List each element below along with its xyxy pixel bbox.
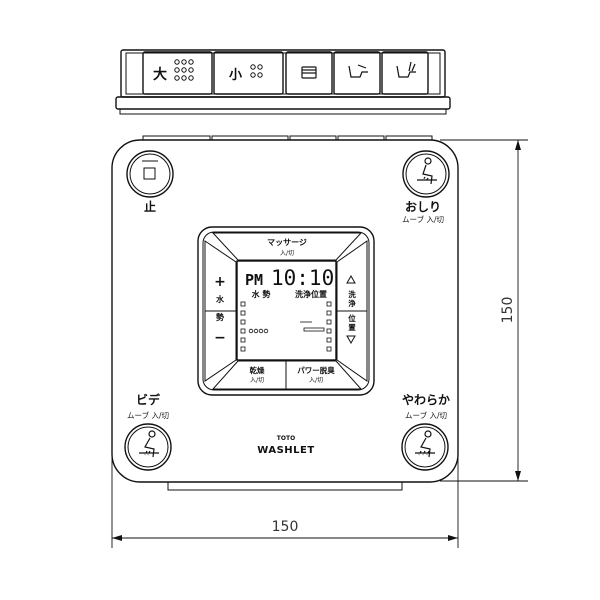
lcd-label-water-pressure: 水 勢	[251, 289, 271, 299]
yawaraka-icon	[415, 430, 435, 458]
brand-logo: TOTO WASHLET	[257, 435, 314, 456]
brand-line2: WASHLET	[257, 445, 314, 456]
full-open-button[interactable]	[381, 51, 429, 95]
control-pad	[197, 226, 375, 396]
lid-button[interactable]	[285, 51, 333, 95]
stop-icon	[142, 160, 158, 180]
power-deodorize-sub-label: 入/切	[309, 377, 323, 384]
triangle-up-icon	[346, 274, 356, 284]
oshiri-icon	[417, 157, 437, 185]
lcd-display: PM 10:10 水 勢 洗浄位置	[236, 260, 337, 361]
lcd-time: 10:10	[271, 266, 334, 290]
oshiri-button[interactable]	[402, 150, 450, 198]
water-pressure-level-indicator	[240, 301, 269, 352]
water-pressure-label2: 勢	[216, 312, 224, 322]
power-deodorize-button[interactable]	[285, 360, 363, 390]
nozzle-position-down-button[interactable]	[336, 310, 368, 382]
flush-large-button[interactable]: 大	[142, 51, 213, 95]
water-pressure-minus-button[interactable]	[204, 310, 237, 382]
dots-2x2-icon	[250, 64, 263, 78]
power-deodorize-label: パワー脱臭	[297, 365, 335, 375]
bidet-sub-label: ムーブ 入/切	[127, 410, 169, 420]
nozzle-label1: 洗	[348, 289, 356, 299]
stop-label: 止	[144, 199, 156, 214]
flush-large-label: 大	[153, 66, 167, 83]
nozzle-position-level-indicator	[300, 301, 332, 352]
bidet-button[interactable]	[124, 423, 172, 471]
remote-body	[111, 135, 459, 491]
yawaraka-label: やわらか	[402, 393, 450, 407]
width-dimension	[111, 455, 459, 548]
triangle-down-icon	[346, 335, 356, 345]
lcd-ampm: PM	[245, 271, 263, 289]
bidet-icon	[139, 430, 159, 458]
flush-small-label: 小	[229, 68, 242, 83]
seat-button[interactable]	[333, 51, 381, 95]
dry-label: 乾燥	[250, 365, 265, 375]
massage-sub-label: 入/切	[280, 250, 294, 257]
height-dimension-label: 150	[500, 297, 516, 324]
width-dimension-label: 150	[272, 519, 299, 535]
bidet-label: ビデ	[136, 392, 161, 407]
nozzle-label2: 浄	[348, 298, 356, 308]
water-pressure-label1: 水	[215, 294, 225, 304]
massage-button[interactable]	[211, 232, 363, 261]
dry-sub-label: 入/切	[250, 377, 264, 384]
nozzle-label3: 位	[348, 313, 356, 323]
dots-3x3-icon	[174, 59, 194, 81]
yawaraka-sub-label: ムーブ 入/切	[405, 410, 447, 420]
lcd-label-nozzle-position: 洗浄位置	[295, 289, 327, 299]
water-pressure-minus-label: −	[214, 330, 226, 346]
nozzle-label4: 置	[348, 322, 356, 332]
brand-line1: TOTO	[277, 435, 295, 442]
massage-label: マッサージ	[267, 238, 307, 247]
stop-button[interactable]	[126, 150, 174, 198]
oshiri-label: おしり	[405, 200, 441, 214]
yawaraka-button[interactable]	[401, 423, 449, 471]
toilet-side-icon	[348, 64, 368, 78]
flush-small-button[interactable]: 小	[213, 51, 284, 95]
height-dimension	[440, 139, 528, 482]
oshiri-sub-label: ムーブ 入/切	[402, 214, 444, 224]
toilet-seat-icon	[396, 61, 416, 78]
toilet-front-icon	[301, 66, 317, 79]
water-pressure-plus-label: +	[214, 274, 226, 290]
